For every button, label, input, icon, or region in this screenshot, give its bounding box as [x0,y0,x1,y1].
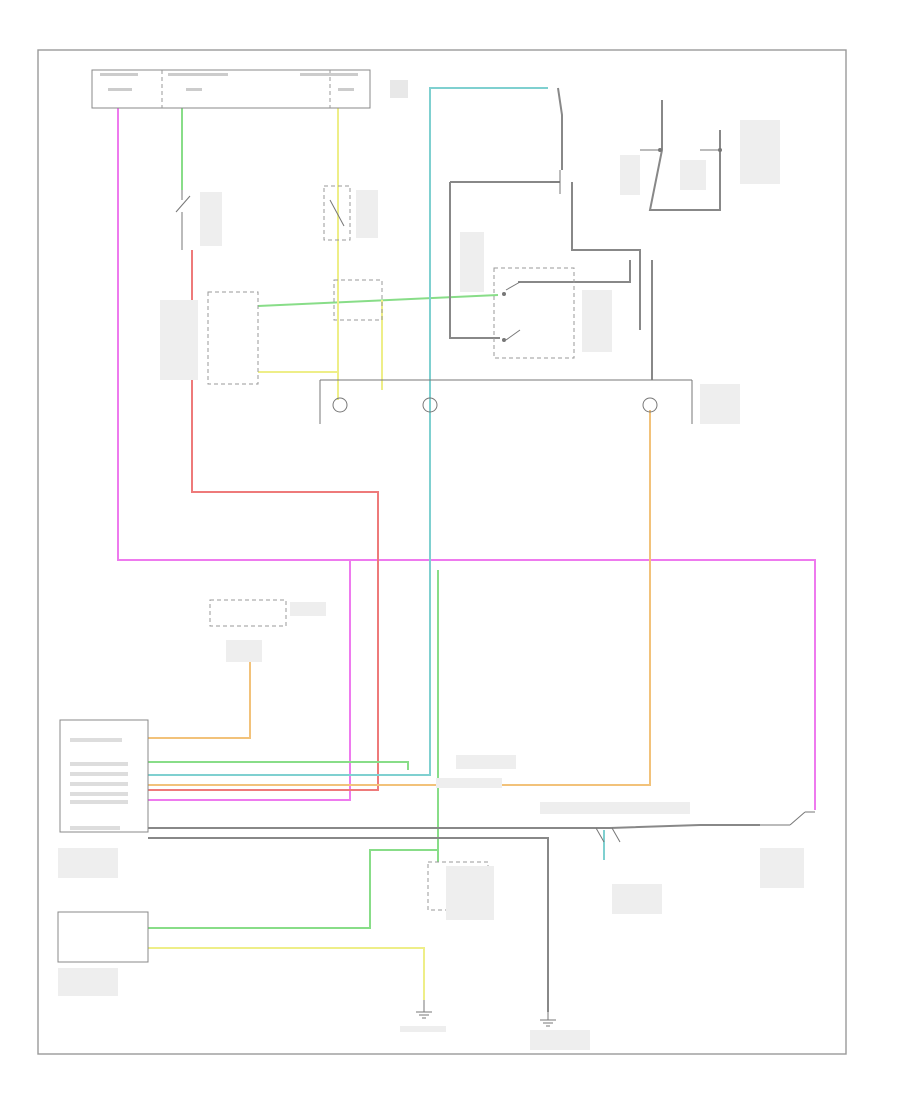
wire-green-pcm [148,849,438,929]
pcm-caption [58,968,118,996]
fuse-panel-box [91,69,371,109]
wire-gray-ground [148,837,549,1012]
wire-gray-switch-a [449,182,500,339]
ground-symbol-1 [416,1000,432,1019]
wire-green-module [148,761,409,770]
ground-symbol-2 [540,1012,556,1027]
connector-caption-c [540,802,690,814]
wire-yellow-pcm [148,947,425,1000]
splice-block [333,279,383,321]
speed-control-module [59,719,149,833]
wire-pink-branch [148,560,351,801]
module-pin-labels [70,738,128,830]
deactivation-switch [595,827,662,914]
connector-caption-b [436,778,502,788]
ground-caption-2 [530,1030,590,1050]
wire-green-switch [257,294,499,307]
connector-caption-a [456,755,516,769]
wire-pink [117,108,816,810]
wire-red [148,250,379,791]
wire-gray-mf [571,182,641,330]
brake-pedal-switch [760,811,815,888]
wire-gray-top2 [648,100,721,211]
brake-switch [175,190,222,250]
wire-orange-ccd [148,660,251,739]
clutch-switch [323,185,378,241]
wire-gray-deact [148,824,760,829]
clockspring [319,379,740,424]
wire-gray-mf2 [518,260,631,283]
wire-gray-top [557,87,563,170]
wire-orange [148,410,651,786]
wire-cyan [148,87,548,776]
diagram-frame [37,49,847,1055]
pcm-box [57,911,149,963]
ccd-box [209,599,326,662]
multifunction-switch [460,232,612,359]
ignition-switch [550,120,780,195]
dlc-caption [446,866,494,920]
fuse-panel-text [100,73,408,98]
module-caption [58,848,118,878]
ground-caption-1 [400,1026,446,1032]
speed-servo-label [160,300,198,380]
speed-servo-box [207,291,259,385]
